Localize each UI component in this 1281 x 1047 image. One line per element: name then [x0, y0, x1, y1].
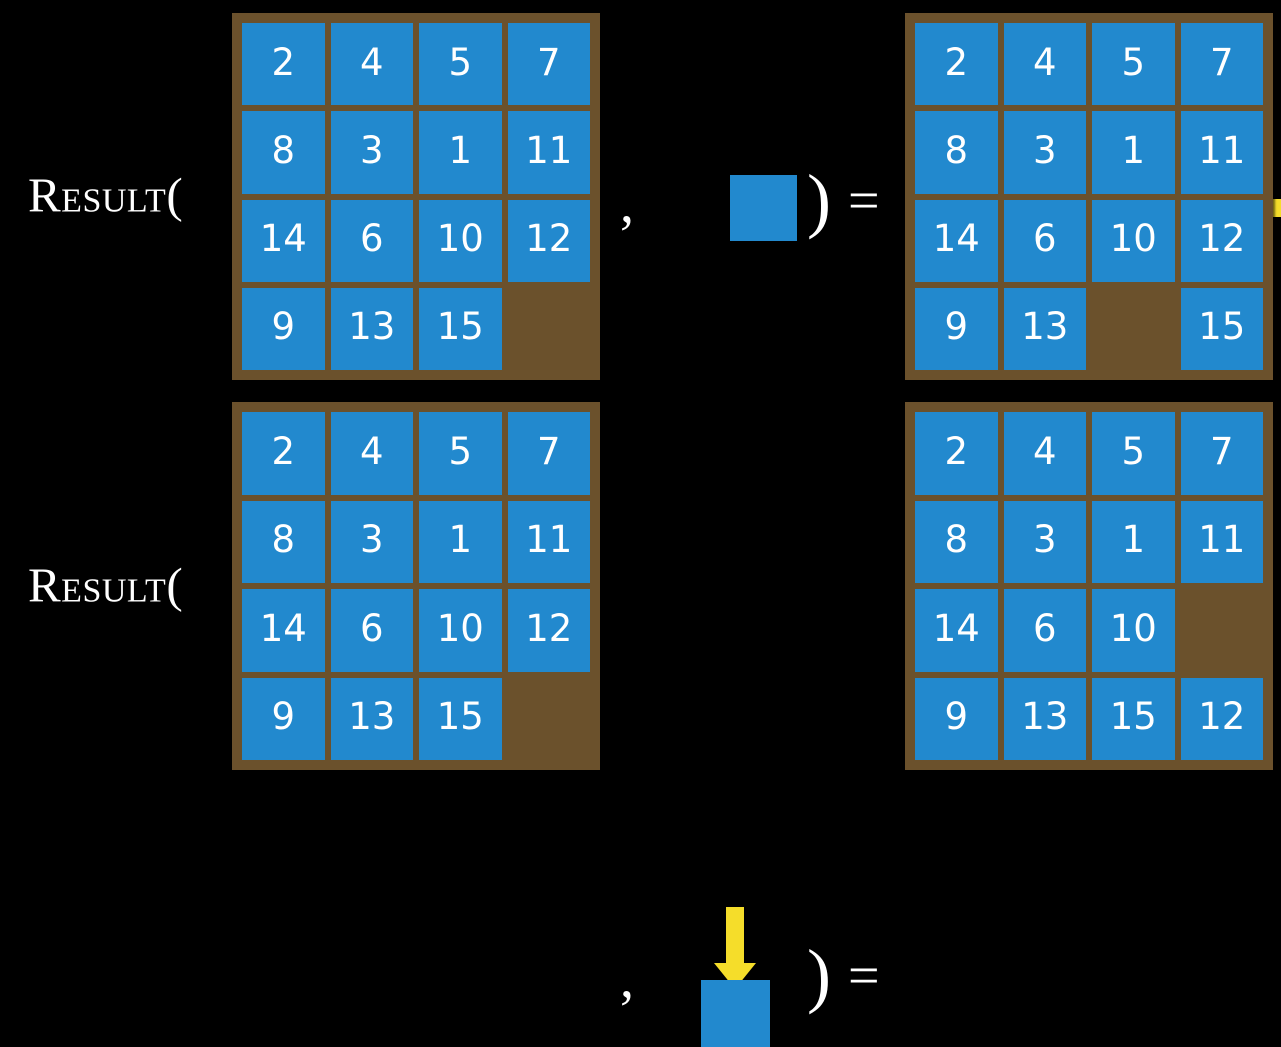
- blank-tile[interactable]: [1092, 288, 1175, 370]
- tile[interactable]: 12: [507, 589, 590, 672]
- tile[interactable]: 3: [1003, 500, 1086, 583]
- blank-tile[interactable]: [508, 288, 591, 370]
- tile[interactable]: 5: [419, 412, 502, 495]
- tile[interactable]: 8: [915, 111, 998, 194]
- tile[interactable]: 1: [419, 111, 502, 194]
- tile[interactable]: 13: [1003, 677, 1086, 760]
- tile[interactable]: 15: [1092, 677, 1175, 760]
- tile[interactable]: 4: [330, 23, 413, 106]
- tile[interactable]: 5: [419, 23, 502, 106]
- tile[interactable]: 14: [915, 199, 998, 282]
- tile[interactable]: 6: [330, 199, 413, 282]
- tile[interactable]: 13: [330, 677, 413, 760]
- arrow-down-icon: [714, 907, 756, 989]
- blank-tile-icon: [730, 175, 797, 241]
- tile[interactable]: 10: [419, 589, 502, 672]
- tile[interactable]: 4: [1003, 23, 1086, 106]
- output-board-row-1: 2 4 5 7 8 3 1 11 14 6 10 12 9 13 15: [905, 13, 1273, 380]
- tile[interactable]: 1: [1092, 500, 1175, 583]
- tile[interactable]: 10: [1092, 199, 1175, 282]
- tile[interactable]: 9: [915, 287, 998, 370]
- tile[interactable]: 7: [1180, 23, 1263, 106]
- tile[interactable]: 9: [242, 287, 325, 370]
- tile[interactable]: 13: [330, 287, 413, 370]
- tile[interactable]: 7: [507, 23, 590, 106]
- comma-separator: ,: [620, 173, 634, 235]
- blank-tile-icon: [701, 980, 770, 1047]
- output-board-row-2: 2 4 5 7 8 3 1 11 14 6 10 9 13 15 12: [905, 402, 1273, 770]
- tile[interactable]: 11: [507, 500, 590, 583]
- input-board-row-1: 2 4 5 7 8 3 1 11 14 6 10 12 9 13 15: [232, 13, 600, 380]
- tile[interactable]: 3: [330, 111, 413, 194]
- tile[interactable]: 2: [915, 23, 998, 106]
- tile[interactable]: 11: [1180, 111, 1263, 194]
- tile[interactable]: 3: [1003, 111, 1086, 194]
- equals-sign: =: [848, 945, 880, 1007]
- equation-row-2: Result( 2 4 5 7 8 3 1 11 14 6 10 12 9 13…: [0, 390, 1281, 1047]
- tile[interactable]: 12: [1180, 199, 1263, 282]
- comma-separator: ,: [620, 948, 634, 1010]
- tile[interactable]: 15: [419, 287, 502, 370]
- equals-sign: =: [848, 170, 880, 232]
- tile[interactable]: 6: [330, 589, 413, 672]
- tile[interactable]: 15: [1180, 287, 1263, 370]
- input-board-row-2: 2 4 5 7 8 3 1 11 14 6 10 12 9 13 15: [232, 402, 600, 770]
- blank-tile[interactable]: [508, 678, 591, 761]
- tile[interactable]: 14: [915, 589, 998, 672]
- tile[interactable]: 10: [1092, 589, 1175, 672]
- tile[interactable]: 2: [242, 23, 325, 106]
- result-function-label-row-2: Result(: [28, 561, 183, 610]
- tile[interactable]: 7: [1180, 412, 1263, 495]
- tile[interactable]: 14: [242, 589, 325, 672]
- operator-area-row-2: , ) =: [600, 390, 905, 1011]
- tile[interactable]: 7: [507, 412, 590, 495]
- tile[interactable]: 9: [242, 677, 325, 760]
- result-word-row-2: Result(: [28, 557, 184, 613]
- tile[interactable]: 8: [915, 500, 998, 583]
- tile[interactable]: 4: [330, 412, 413, 495]
- tile[interactable]: 14: [242, 199, 325, 282]
- tile[interactable]: 1: [419, 500, 502, 583]
- tile[interactable]: 1: [1092, 111, 1175, 194]
- tile[interactable]: 11: [507, 111, 590, 194]
- tile[interactable]: 5: [1092, 23, 1175, 106]
- tile[interactable]: 12: [1180, 677, 1263, 760]
- result-function-label-row-1: Result(: [28, 171, 183, 220]
- tile[interactable]: 11: [1180, 500, 1263, 583]
- tile[interactable]: 8: [242, 500, 325, 583]
- result-word-row-1: Result(: [28, 167, 184, 223]
- tile[interactable]: 4: [1003, 412, 1086, 495]
- tile[interactable]: 6: [1003, 199, 1086, 282]
- close-paren: ): [807, 935, 831, 1015]
- tile[interactable]: 12: [507, 199, 590, 282]
- tile[interactable]: 13: [1003, 287, 1086, 370]
- tile[interactable]: 3: [330, 500, 413, 583]
- close-paren: ): [807, 160, 831, 240]
- tile[interactable]: 2: [915, 412, 998, 495]
- tile[interactable]: 5: [1092, 412, 1175, 495]
- tile[interactable]: 10: [419, 199, 502, 282]
- equation-row-1: Result( 2 4 5 7 8 3 1 11 14 6 10 12 9 13…: [0, 0, 1281, 390]
- tile[interactable]: 8: [242, 111, 325, 194]
- blank-tile[interactable]: [1181, 589, 1264, 672]
- tile[interactable]: 2: [242, 412, 325, 495]
- tile[interactable]: 15: [419, 677, 502, 760]
- tile[interactable]: 9: [915, 677, 998, 760]
- tile[interactable]: 6: [1003, 589, 1086, 672]
